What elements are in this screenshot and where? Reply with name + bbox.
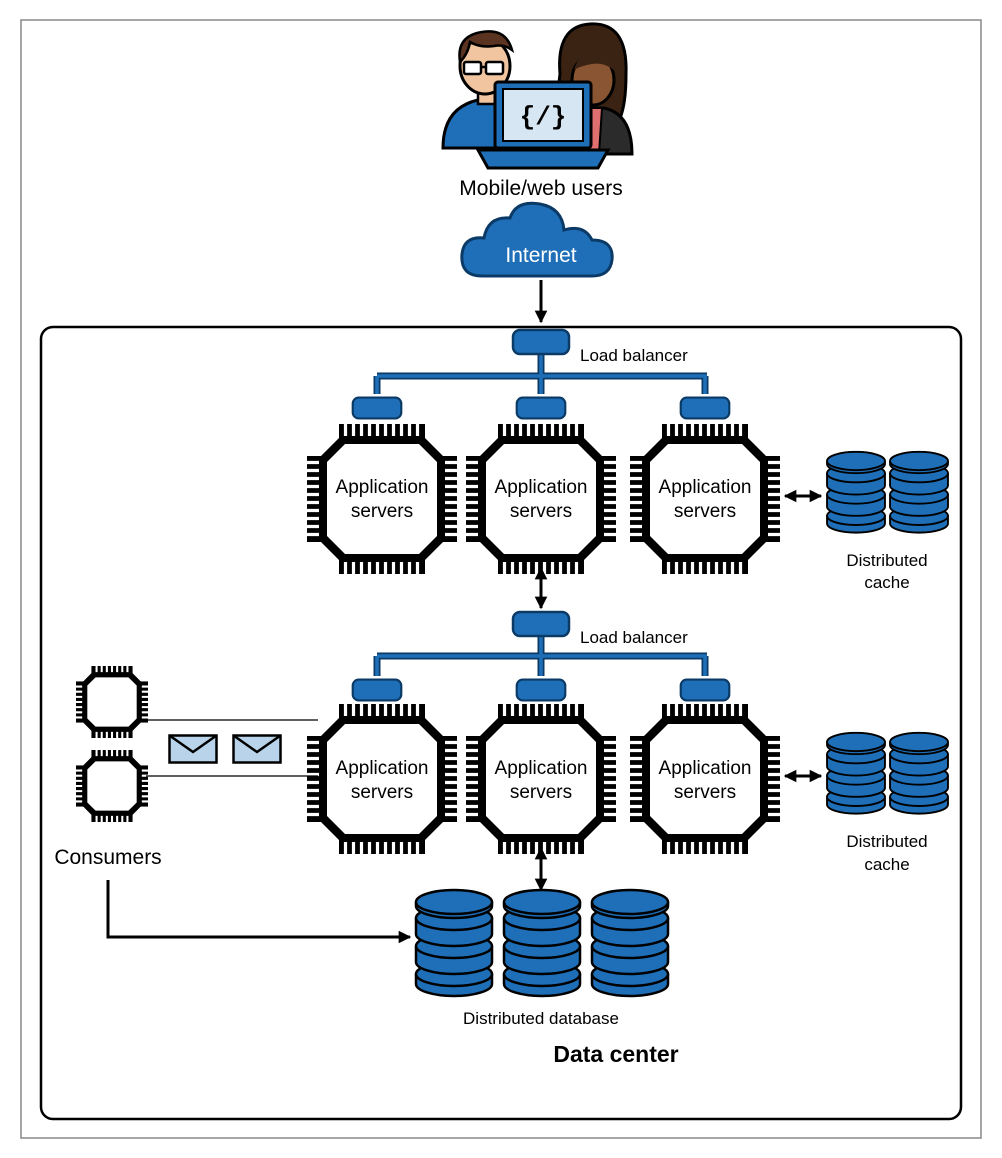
consumer-chip-1 [76, 666, 148, 738]
tier1-switch-3 [679, 396, 731, 420]
tier2-switch-2 [515, 678, 567, 702]
database-label: Distributed database [463, 1009, 619, 1028]
tier1-server-2-label-line1: Application [495, 477, 588, 498]
tier2-cache-label-line2: cache [864, 855, 909, 874]
tier1-app-server-chip-3 [630, 424, 780, 574]
tier1-cache-disk-2-icon [889, 450, 949, 534]
tier1-app-server-chip-1 [307, 424, 457, 574]
tier2-server-1-label-line1: Application [336, 758, 429, 779]
tier1-network [373, 352, 709, 394]
tier2-server-3-label-line1: Application [659, 758, 752, 779]
database-disk-2-icon [502, 888, 582, 998]
tier2-load-balancer-node [511, 610, 571, 638]
laptop-icon: {/} [475, 80, 611, 170]
consumers-label: Consumers [54, 846, 161, 869]
figure-border [20, 19, 982, 1139]
message-envelope-2-icon [232, 734, 282, 764]
tier1-switch-2 [515, 396, 567, 420]
tier1-server-3-label-line2: servers [674, 501, 736, 522]
tier1-server-3-label-line1: Application [659, 477, 752, 498]
tier2-server-1-label-line2: servers [351, 782, 413, 803]
load-balancer-node [511, 328, 571, 356]
tier2-network [373, 636, 709, 676]
tier2-app-server-chip-1 [307, 704, 457, 854]
tier2-load-balancer-label: Load balancer [580, 628, 688, 647]
code-glyph: {/} [520, 102, 567, 132]
datacenter-boundary [39, 325, 963, 1121]
tier2-cache-disk-2-icon [889, 731, 949, 815]
datacenter-label: Data center [553, 1041, 678, 1067]
tier1-cache-label-line2: cache [864, 573, 909, 592]
tier1-server-1-label-line1: Application [336, 477, 429, 498]
users-label: Mobile/web users [459, 177, 622, 200]
database-disk-1-icon [414, 888, 494, 998]
tier2-app-server-chip-2 [466, 704, 616, 854]
internet-label: Internet [505, 244, 576, 267]
tier1-app-server-chip-2 [466, 424, 616, 574]
tier2-cache-disk-1-icon [826, 731, 886, 815]
users-illustration: {/} [441, 22, 634, 170]
consumer-chip-2 [76, 750, 148, 822]
tier1-cache-disk-1-icon [826, 450, 886, 534]
tier1-server-1-label-line2: servers [351, 501, 413, 522]
message-envelope-1-icon [168, 734, 218, 764]
tier1-load-balancer-label: Load balancer [580, 346, 688, 365]
tier2-switch-1 [351, 678, 403, 702]
internet-cloud-icon [460, 201, 614, 278]
tier2-switch-3 [679, 678, 731, 702]
database-disk-3-icon [590, 888, 670, 998]
tier2-app-server-chip-3 [630, 704, 780, 854]
tier1-cache-label-line1: Distributed [846, 551, 927, 570]
tier2-server-2-label-line2: servers [510, 782, 572, 803]
tier2-server-3-label-line2: servers [674, 782, 736, 803]
tier1-switch-1 [351, 396, 403, 420]
consumers-to-database-arrow [106, 880, 412, 944]
tier1-server-2-label-line2: servers [510, 501, 572, 522]
tier2-server-2-label-line1: Application [495, 758, 588, 779]
tier2-cache-label-line1: Distributed [846, 832, 927, 851]
